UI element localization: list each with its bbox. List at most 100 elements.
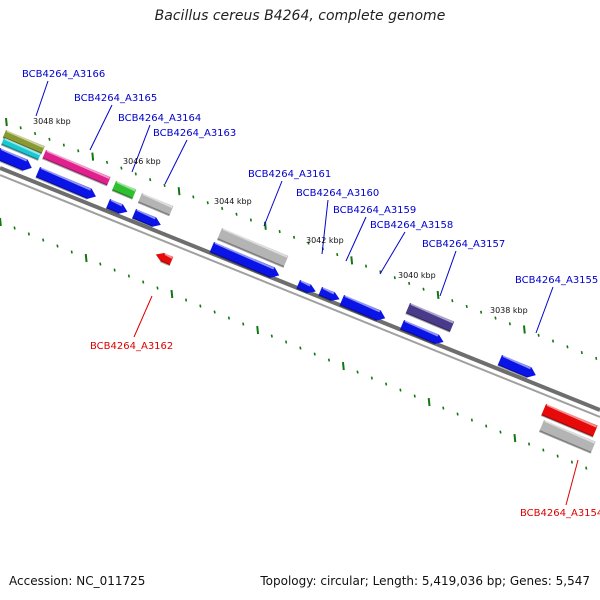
feature-grey-1-body[interactable] [138,193,174,216]
gene-label-a3155[interactable]: BCB4264_A3155 [515,275,598,286]
cds-forward[interactable] [131,209,161,228]
feature-cyan-body[interactable] [1,138,41,160]
cds-forward-shadow [339,304,378,322]
tick-mark [542,448,545,452]
cds-forward-shadow [209,251,271,279]
feature-purple[interactable] [405,303,455,333]
cds-forward[interactable] [105,199,128,215]
leader-line [535,286,554,334]
leader-line [439,250,457,297]
cds-forward-body[interactable] [0,148,32,171]
tick-mark [327,358,331,362]
cds-forward[interactable] [209,242,280,279]
gene-label-a3166[interactable]: BCB4264_A3166 [22,69,105,80]
tick-mark [170,289,174,299]
feature-grey-2-body[interactable] [217,228,289,267]
cds-forward[interactable] [318,287,340,302]
cds-forward[interactable] [497,355,536,379]
cds-forward-body[interactable] [497,355,536,378]
cds-forward[interactable] [35,167,96,200]
feature-green[interactable] [111,181,137,200]
feature-grey-3[interactable] [538,420,596,454]
feature-magenta-body[interactable] [42,150,111,186]
tick-mark [485,424,488,428]
feature-purple-body[interactable] [405,303,455,332]
tick-mark [134,172,137,176]
leader-line [164,139,188,185]
feature-green-body[interactable] [112,181,137,199]
leader-line [565,459,579,506]
cds-forward-body[interactable] [132,209,161,227]
tick-mark [70,250,73,254]
cds-forward-highlight [0,148,28,162]
cds-forward-highlight [110,199,123,207]
cds-forward-body[interactable] [296,280,316,293]
genome-backbone [0,166,600,418]
feature-track[interactable] [0,130,598,454]
gene-label-a3157[interactable]: BCB4264_A3157 [422,239,505,250]
tick-mark [113,268,116,272]
cds-forward-body[interactable] [106,199,128,214]
feature-grey-3-body[interactable] [539,420,596,453]
cds-forward-body[interactable] [35,167,96,199]
tick-mark [270,334,273,338]
leader-line [345,216,367,262]
feature-cyan-highlight [4,138,41,156]
feature-magenta-shadow [42,157,108,187]
cds-forward-shadow [296,287,308,294]
gene-label-a3162[interactable]: BCB4264_A3162 [90,341,173,352]
tick-mark [307,241,310,245]
gene-label-a3161[interactable]: BCB4264_A3161 [248,169,331,180]
cds-forward-highlight [404,320,439,337]
tick-mark [84,253,88,263]
tick-mark [585,466,588,470]
tick-mark [184,298,188,302]
gene-label-a3154[interactable]: BCB4264_A3154 [520,508,600,519]
tick-mark [105,160,109,164]
cds-forward-body[interactable] [339,295,386,321]
tick-mark [436,290,440,300]
feature-purple-shadow [405,312,451,333]
feature-magenta[interactable] [42,150,111,187]
tick-mark [62,143,65,147]
feature-red-1[interactable] [540,404,598,438]
gene-label-a3164[interactable]: BCB4264_A3164 [118,113,201,124]
cds-forward-shadow [399,328,436,345]
leader-line [131,124,151,173]
gene-label-a3159[interactable]: BCB4264_A3159 [333,205,416,216]
gene-label-a3163[interactable]: BCB4264_A3163 [153,128,236,139]
cds-forward[interactable] [0,148,32,172]
leader-line [379,231,406,275]
feature-red-1-shadow [540,414,594,438]
tick-mark [192,195,195,199]
gene-label-a3158[interactable]: BCB4264_A3158 [370,220,453,231]
cds-forward-body[interactable] [318,287,340,301]
feature-grey-1[interactable] [137,193,174,217]
feature-magenta-highlight [46,150,110,180]
tick-mark [213,310,216,314]
feature-cyan[interactable] [0,138,41,161]
cds-forward[interactable] [339,295,386,322]
gene-label-a3160[interactable]: BCB4264_A3160 [296,188,379,199]
leader-line [35,80,49,117]
tick-mark [235,212,238,216]
cds-reverse[interactable] [155,253,174,267]
tick-mark [156,286,159,290]
feature-olive-body[interactable] [2,130,45,154]
feature-red-1-body[interactable] [541,404,598,437]
cds-forward[interactable] [296,280,316,294]
gene-label-a3165[interactable]: BCB4264_A3165 [74,93,157,104]
tick-mark [522,325,526,334]
tick-mark [580,351,583,355]
cds-forward-body[interactable] [400,320,444,344]
feature-grey-2[interactable] [216,228,289,268]
tick-mark [177,187,181,196]
tick-mark [527,442,531,446]
gene-labels[interactable]: BCB4264_A3166 BCB4264_A3165 BCB4264_A316… [22,69,600,519]
tick-mark [33,131,37,136]
cds-forward[interactable] [399,320,444,345]
feature-green-highlight [116,181,136,192]
tick-mark [163,183,166,187]
cds-forward-body[interactable] [209,242,280,278]
